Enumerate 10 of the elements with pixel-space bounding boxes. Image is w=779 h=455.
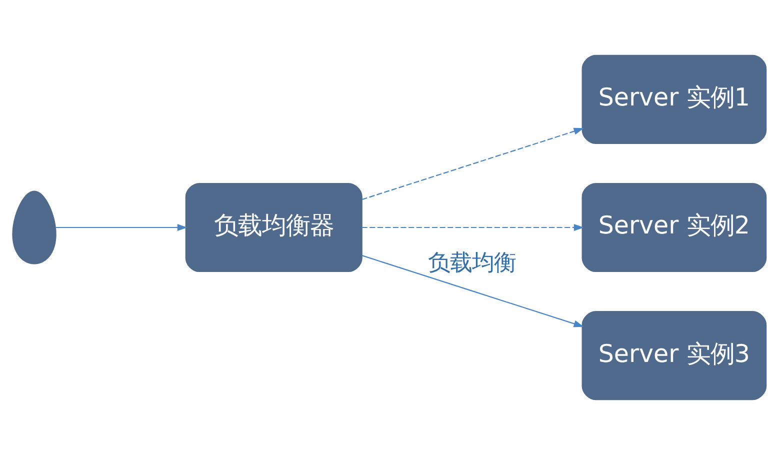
arrow [362, 254, 584, 328]
edge-label: 负载均衡 [428, 250, 516, 276]
node-box: Server 实例3 [582, 311, 767, 400]
arrow [362, 224, 584, 232]
node-person [12, 190, 56, 264]
node-box: Server 实例1 [582, 54, 767, 144]
node-box: Server 实例2 [582, 182, 767, 272]
arrow [362, 128, 584, 200]
arrow [56, 224, 188, 232]
node-box: 负载均衡器 [185, 182, 362, 272]
